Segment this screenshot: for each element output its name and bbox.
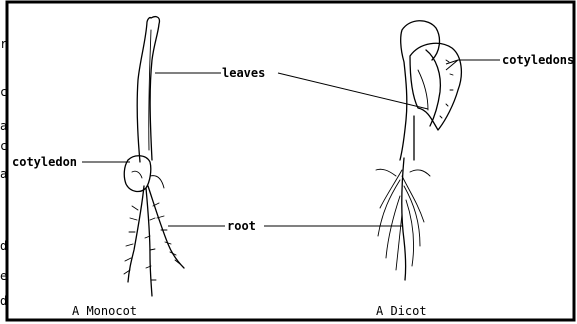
margin-fragment: e [0, 269, 7, 283]
monocot-cotyledon [124, 156, 151, 192]
cotyledons-label: cotyledons [502, 53, 574, 67]
dicot-roots [376, 158, 430, 280]
figure-frame [7, 2, 574, 320]
margin-fragment: r [0, 37, 7, 51]
monocot-roots [124, 176, 184, 296]
cotyledons-leader [446, 60, 500, 70]
monocot-seedling [124, 17, 184, 296]
margin-fragment: d [0, 239, 7, 253]
margin-fragment: a [0, 167, 7, 181]
margin-fragment: d [0, 294, 7, 308]
dicot-caption: A Dicot [376, 304, 427, 318]
leaves-label: leaves [222, 66, 265, 80]
dicot-shoot [400, 21, 439, 160]
dicot-seedling [376, 21, 461, 280]
monocot-shoot [137, 17, 159, 162]
root-label: root [227, 219, 256, 233]
margin-fragment: c [0, 139, 7, 153]
cotyledon-label: cotyledon [12, 155, 77, 169]
margin-fragment: a [0, 119, 7, 133]
monocot-caption: A Monocot [72, 304, 137, 318]
callouts [82, 60, 500, 226]
margin-fragment: c [0, 85, 7, 99]
